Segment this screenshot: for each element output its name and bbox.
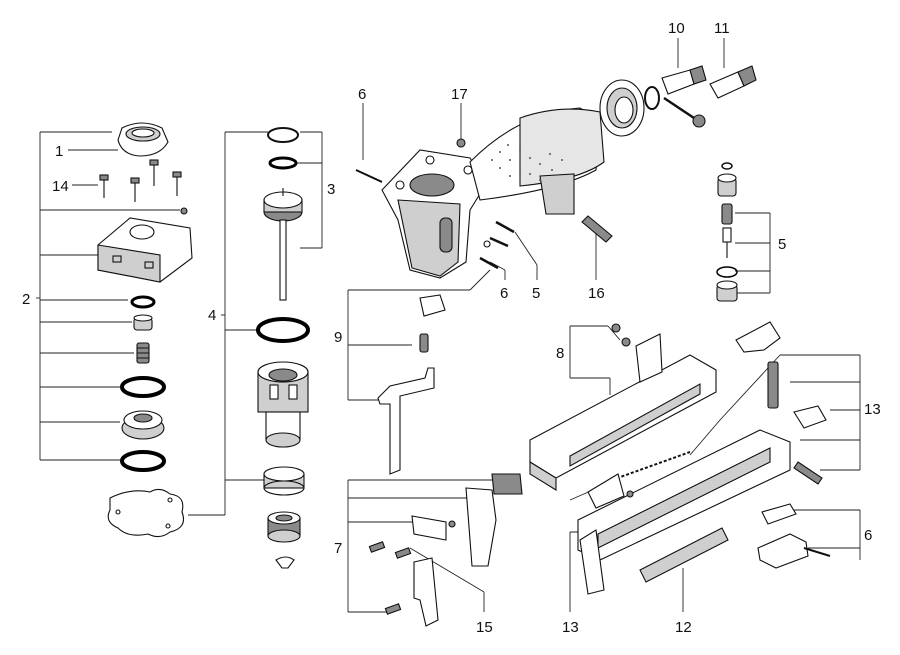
callout-15: 15 (476, 619, 493, 636)
dot-texture (491, 144, 563, 181)
callout-5-right: 5 (778, 236, 786, 253)
nose-parts-7 (411, 473, 523, 627)
o-ring-large-1 (120, 376, 166, 398)
callout-labels: 1 14 2 4 3 6 17 10 11 6 5 16 5 9 8 13 7 … (22, 20, 881, 636)
fitting-11 (709, 65, 757, 99)
o-ring-4 (256, 317, 310, 343)
screws-8 (611, 323, 631, 347)
bumper-ring (263, 466, 305, 496)
screws-7-15 (368, 520, 456, 615)
o-ring-small (130, 295, 156, 309)
callout-11: 11 (714, 20, 730, 37)
callout-5-mid: 5 (532, 285, 540, 302)
callout-10: 10 (668, 20, 685, 37)
trigger-parts-9 (377, 294, 446, 475)
tool-housing (381, 149, 487, 279)
callout-8: 8 (556, 345, 564, 362)
washer-10 (644, 86, 660, 110)
o-ring-3 (268, 156, 298, 170)
end-cap (599, 79, 645, 137)
piston-driver (263, 188, 303, 301)
callout-6-bottom: 6 (864, 527, 872, 544)
bottom-bumper (267, 511, 301, 543)
o-ring-large-2 (120, 450, 166, 472)
small-clip (275, 556, 295, 569)
bushing-top (267, 127, 299, 143)
valve-stack (716, 162, 738, 302)
leader-lines (36, 38, 861, 613)
callout-14: 14 (52, 178, 69, 195)
piston-disc (121, 410, 165, 440)
callout-17: 17 (451, 86, 468, 103)
dust-cap (663, 96, 706, 128)
cap-ring-part (117, 122, 169, 157)
callout-2: 2 (22, 291, 30, 308)
fitting-10 (661, 65, 707, 95)
latch-parts-6 (757, 503, 831, 569)
handle-grip (469, 107, 605, 215)
callout-16: 16 (588, 285, 605, 302)
callout-6-mid: 6 (500, 285, 508, 302)
gasket (107, 488, 185, 538)
callout-12: 12 (675, 619, 692, 636)
magazine-channel-13 (577, 321, 827, 595)
callout-13-bottom: 13 (562, 619, 579, 636)
callout-1: 1 (55, 143, 63, 160)
pusher-spring (611, 451, 691, 481)
callout-7: 7 (334, 540, 342, 557)
callout-13-right: 13 (864, 401, 881, 418)
cylinder-cap (97, 217, 193, 283)
callout-9: 9 (334, 329, 342, 346)
pins-near-housing (355, 138, 613, 270)
strip-12 (639, 527, 729, 583)
spring-small (136, 342, 150, 364)
valve-plug (133, 314, 153, 331)
cylinder-sleeve (257, 361, 309, 448)
callout-4: 4 (208, 307, 216, 324)
magazine-rail (529, 333, 717, 491)
callout-3: 3 (327, 181, 335, 198)
callout-6-top: 6 (358, 86, 366, 103)
screws-14 (99, 159, 188, 215)
